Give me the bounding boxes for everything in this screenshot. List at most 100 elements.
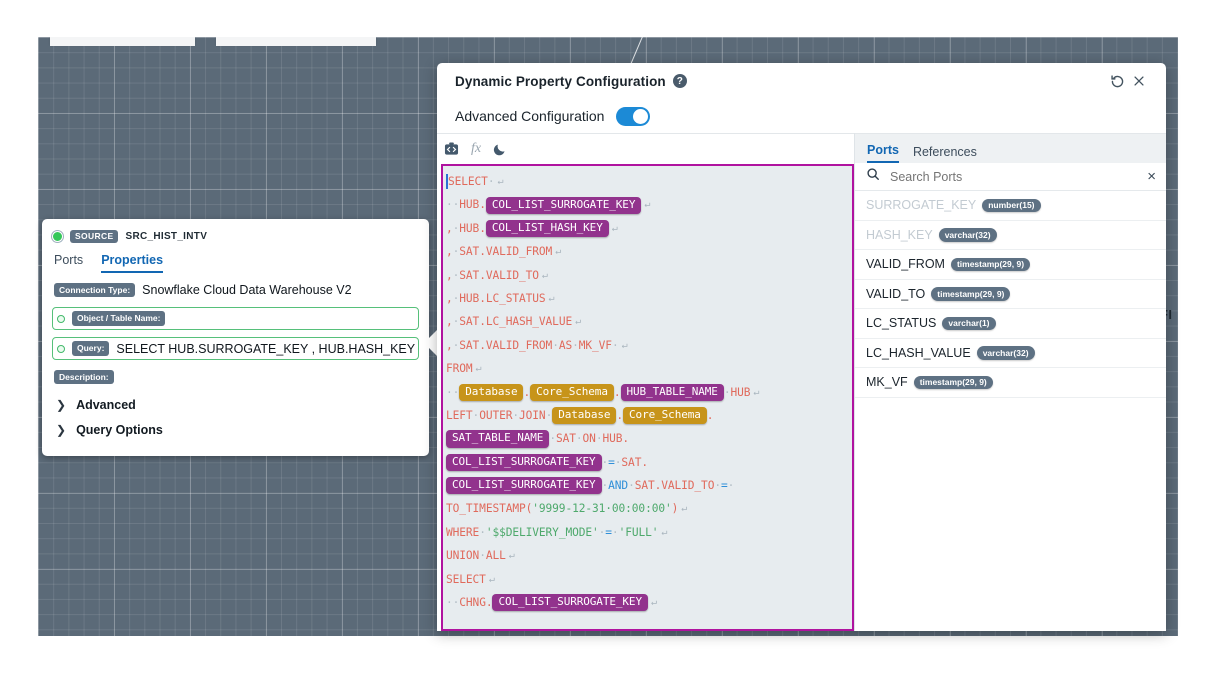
dynamic-token-chip[interactable]: HUB_TABLE_NAME (620, 383, 724, 401)
chevron-right-icon: ❯ (56, 398, 67, 412)
sql-identifier: ON (582, 432, 596, 446)
ports-search-row: × (855, 163, 1166, 191)
sql-keyword: UNION (446, 549, 480, 563)
line-break-mark: ↵ (611, 222, 618, 234)
sql-string: 'FULL' (618, 525, 659, 539)
whitespace-dot: · (552, 338, 559, 352)
whitespace-dot: · (479, 549, 486, 563)
dynamic-token-chip[interactable]: COL_LIST_HASH_KEY (485, 219, 609, 238)
line-break-mark: ↵ (661, 526, 668, 538)
sql-editor[interactable]: SELECT·↵··HUB.COL_LIST_SURROGATE_KEY↵,·H… (441, 164, 854, 631)
advanced-configuration-toggle[interactable] (616, 106, 651, 126)
whitespace-dot: ·· (446, 385, 460, 399)
sql-identifier: MK_VF (578, 338, 612, 352)
parameter-token-chip[interactable]: Database (552, 407, 617, 425)
dynamic-token-chip[interactable]: COL_LIST_SURROGATE_KEY (446, 453, 602, 471)
dynamic-token-chip[interactable]: SAT_TABLE_NAME (446, 430, 550, 448)
property-row-object-table-name[interactable]: Object / Table Name: (52, 307, 419, 330)
port-type-badge: varchar(32) (976, 346, 1035, 360)
sql-punctuation: . (616, 408, 624, 422)
sql-punctuation: . (641, 455, 648, 469)
sql-line: ··Database.Core_Schema.HUB_TABLE_NAME·HU… (446, 381, 852, 404)
parameter-token-chip[interactable]: Database (459, 383, 524, 401)
property-row-connection-type[interactable]: Connection Type: Snowflake Cloud Data Wa… (52, 280, 419, 300)
sql-keyword: LEFT (446, 408, 473, 422)
sql-identifier: , (446, 245, 453, 259)
sql-punctuation: . (523, 385, 531, 399)
line-break-mark: ↵ (621, 339, 628, 351)
ports-panel-tabs[interactable]: Ports References (855, 133, 1166, 163)
property-row-query[interactable]: Query: SELECT HUB.SURROGATE_KEY , HUB.HA… (52, 337, 419, 360)
toggle-knob (633, 108, 649, 124)
port-name: VALID_FROM (866, 257, 945, 272)
sql-punctuation: . (479, 198, 486, 212)
tab-references[interactable]: References (912, 145, 977, 159)
port-name: HASH_KEY (866, 227, 933, 242)
sql-identifier: SAT.VALID_TO (459, 268, 539, 282)
line-break-mark: ↵ (541, 269, 548, 281)
dynamic-token-chip[interactable]: COL_LIST_SURROGATE_KEY (485, 196, 642, 214)
dynamic-token-chip[interactable]: COL_LIST_SURROGATE_KEY (492, 594, 648, 612)
line-break-mark: ↵ (548, 292, 555, 304)
parameter-token-chip[interactable]: Core_Schema (623, 407, 707, 425)
accordion-query-options-label: Query Options (76, 423, 163, 437)
source-badge: SOURCE (70, 229, 119, 244)
advanced-configuration-row: Advanced Configuration (437, 99, 1166, 133)
sql-keyword: SELECT (446, 572, 486, 586)
dark-mode-moon-icon[interactable] (493, 142, 507, 156)
search-icon (866, 167, 880, 186)
close-icon[interactable] (1128, 70, 1150, 92)
sql-keyword: WHERE (446, 525, 480, 539)
function-fx-icon[interactable]: fx (471, 141, 482, 156)
dynamic-property-configuration-dialog: Dynamic Property Configuration ? Advance… (437, 63, 1166, 631)
line-break-mark: ↵ (681, 503, 688, 515)
accordion-advanced[interactable]: ❯ Advanced (52, 398, 419, 412)
property-value-query: SELECT HUB.SURROGATE_KEY , HUB.HASH_KEY … (116, 341, 418, 356)
whitespace-dot: · (611, 525, 619, 539)
help-icon[interactable]: ? (672, 74, 687, 88)
dynamic-token-chip[interactable]: COL_LIST_SURROGATE_KEY (446, 477, 602, 495)
code-snippet-icon[interactable] (444, 142, 459, 156)
source-node-tabs[interactable]: Ports Properties (52, 253, 419, 273)
whitespace-dot: · (512, 408, 520, 422)
tab-properties[interactable]: Properties (101, 253, 164, 273)
chevron-right-icon: ❯ (56, 423, 67, 437)
whitespace-dot: · (575, 432, 583, 446)
sql-identifier: SAT.VALID_TO (634, 479, 715, 493)
whitespace-dot: ·· (446, 198, 460, 212)
accordion-query-options[interactable]: ❯ Query Options (52, 423, 419, 437)
dialog-header: Dynamic Property Configuration ? (437, 63, 1166, 99)
source-node-panel[interactable]: SOURCE SRC_HIST_INTV Ports Properties Co… (42, 219, 429, 456)
tab-ports[interactable]: Ports (867, 143, 899, 163)
property-value-connection-type: Snowflake Cloud Data Warehouse V2 (142, 283, 352, 297)
advanced-configuration-label: Advanced Configuration (455, 108, 605, 124)
port-name: LC_STATUS (866, 316, 937, 331)
whitespace-dot: · (452, 315, 460, 329)
line-break-mark: ↵ (508, 550, 515, 562)
sql-keyword: SELECT (448, 175, 488, 188)
accordion-advanced-label: Advanced (76, 398, 136, 412)
canvas-tab-1[interactable] (50, 37, 195, 46)
sql-punctuation: . (479, 221, 486, 235)
sql-line: SAT_TABLE_NAME·SAT·ON·HUB. (446, 427, 852, 450)
canvas-tab-2[interactable] (216, 37, 376, 46)
canvas-bottom-edge (38, 636, 1178, 638)
reset-icon[interactable] (1106, 70, 1128, 92)
search-input[interactable] (888, 168, 1140, 185)
tab-ports[interactable]: Ports (54, 253, 84, 267)
clear-search-icon[interactable]: × (1147, 168, 1156, 185)
parameter-token-chip[interactable]: Core_Schema (530, 383, 614, 401)
property-row-description[interactable]: Description: (52, 367, 419, 387)
port-type-badge: timestamp(29, 9) (913, 375, 993, 389)
sql-identifier: CHNG (459, 596, 486, 610)
property-label-object-table-name: Object / Table Name: (72, 311, 166, 326)
line-break-mark: ↵ (497, 176, 504, 187)
